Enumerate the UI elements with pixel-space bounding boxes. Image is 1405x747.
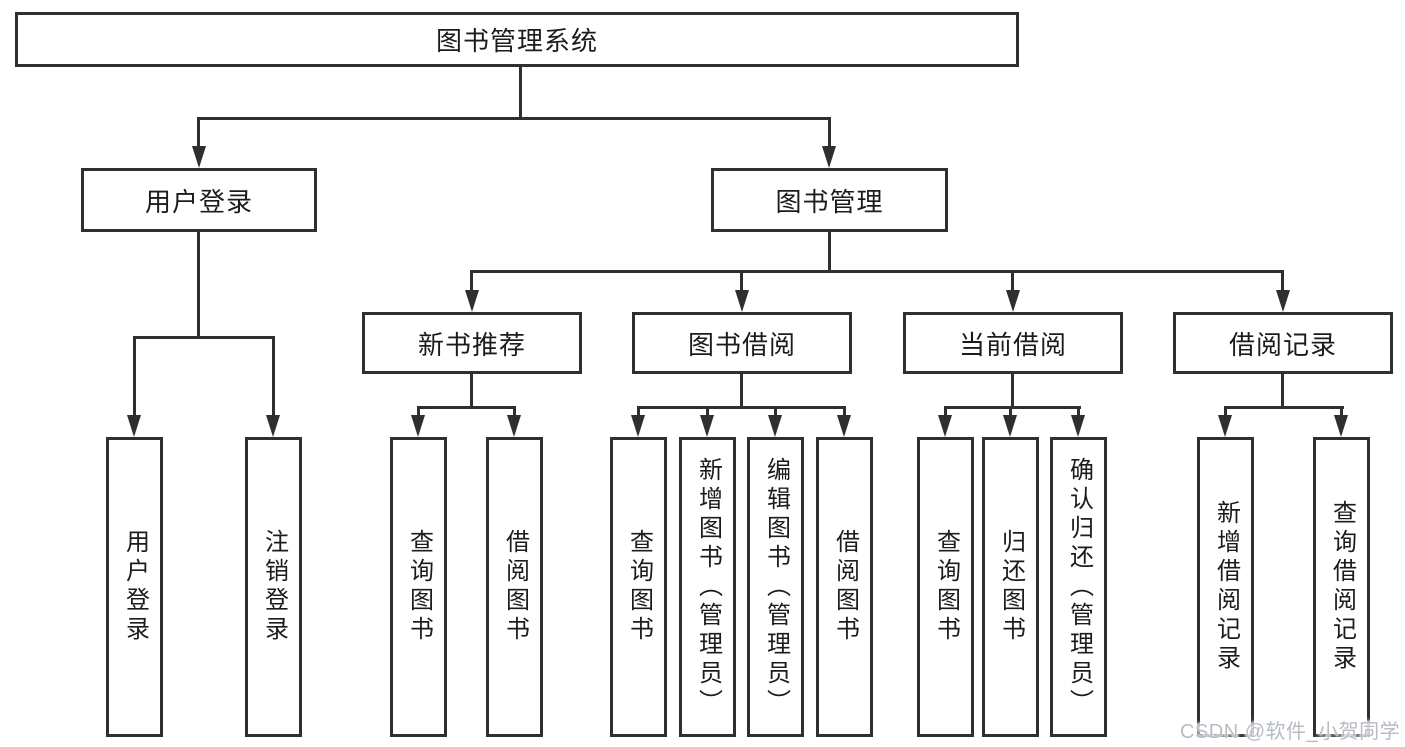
arrowhead-down-icon: [768, 415, 782, 437]
arrowhead-down-icon: [266, 415, 280, 437]
connector-bar-root: [197, 117, 831, 120]
arrowhead-down-icon: [465, 290, 479, 312]
arrowhead-down-icon: [822, 146, 836, 168]
connector-bar-book-management: [470, 270, 1284, 273]
csdn-watermark: CSDN @软件_小贺同学: [1180, 721, 1401, 743]
connector-bar-borrow-records: [1224, 406, 1344, 409]
connector-drop-leaf: [133, 336, 136, 416]
node-user-login: 用户登录: [81, 168, 317, 232]
connector-drop-leaf: [944, 406, 947, 417]
leaf-query-books-current-label: 查询图书: [932, 529, 960, 645]
arrowhead-down-icon: [411, 415, 425, 437]
connector-stem-book-management: [828, 232, 831, 273]
arrowhead-down-icon: [1334, 415, 1348, 437]
node-book-management: 图书管理: [711, 168, 948, 232]
connector-bar-current-borrow: [944, 406, 1081, 409]
leaf-add-books-admin-label: 新增图书（管理员）: [694, 456, 722, 718]
connector-bar-book-borrow: [637, 406, 846, 409]
leaf-user-login: 用户登录: [106, 437, 163, 737]
arrowhead-down-icon: [631, 415, 645, 437]
node-new-book-recommend: 新书推荐: [362, 312, 582, 374]
connector-stem-current-borrow: [1011, 374, 1014, 408]
arrowhead-down-icon: [735, 290, 749, 312]
leaf-borrow-books: 借阅图书: [816, 437, 873, 737]
leaf-add-books-admin: 新增图书（管理员）: [679, 437, 736, 737]
connector-drop-level3: [740, 270, 743, 292]
node-borrow-records-label: 借阅记录: [1228, 329, 1337, 360]
connector-drop-leaf: [1340, 406, 1343, 417]
node-new-book-recommend-label: 新书推荐: [417, 329, 526, 360]
arrowhead-down-icon: [507, 415, 521, 437]
connector-stem-user-login: [197, 232, 200, 337]
connector-drop-leaf: [637, 406, 640, 417]
connector-drop-book-management: [828, 117, 831, 148]
arrowhead-down-icon: [837, 415, 851, 437]
arrowhead-down-icon: [1218, 415, 1232, 437]
connector-stem-book-borrow: [740, 374, 743, 408]
connector-drop-level3: [1011, 270, 1014, 292]
leaf-query-books-current: 查询图书: [917, 437, 974, 737]
connector-stem-new-book-recommend: [470, 374, 473, 408]
node-book-borrow-label: 图书借阅: [687, 329, 796, 360]
node-root-system: 图书管理系统: [15, 12, 1019, 67]
arrowhead-down-icon: [1276, 290, 1290, 312]
leaf-query-borrow-record: 查询借阅记录: [1313, 437, 1370, 737]
connector-drop-leaf: [513, 406, 516, 417]
node-current-borrow-label: 当前借阅: [958, 329, 1067, 360]
leaf-query-books-borrow-label: 查询图书: [625, 529, 653, 645]
leaf-borrow-books-label: 借阅图书: [831, 529, 859, 645]
leaf-add-borrow-record-label: 新增借阅记录: [1212, 500, 1240, 674]
leaf-query-books-recommend-label: 查询图书: [405, 529, 433, 645]
arrowhead-down-icon: [1003, 415, 1017, 437]
connector-drop-leaf: [774, 406, 777, 417]
connector-drop-leaf: [1077, 406, 1080, 417]
connector-bar-user-login: [133, 336, 275, 339]
connector-bar-new-book-recommend: [417, 406, 516, 409]
arrowhead-down-icon: [127, 415, 141, 437]
leaf-borrow-books-recommend: 借阅图书: [486, 437, 543, 737]
leaf-return-books-label: 归还图书: [997, 529, 1025, 645]
node-borrow-records: 借阅记录: [1173, 312, 1393, 374]
connector-drop-leaf: [706, 406, 709, 417]
connector-drop-level3: [470, 270, 473, 292]
leaf-query-borrow-record-label: 查询借阅记录: [1328, 500, 1356, 674]
arrowhead-down-icon: [700, 415, 714, 437]
leaf-confirm-return-admin: 确认归还（管理员）: [1050, 437, 1107, 737]
leaf-add-borrow-record: 新增借阅记录: [1197, 437, 1254, 737]
leaf-user-login-label: 用户登录: [121, 529, 149, 645]
arrowhead-down-icon: [1006, 290, 1020, 312]
connector-drop-leaf: [272, 336, 275, 416]
connector-stem-borrow-records: [1281, 374, 1284, 408]
connector-drop-level3: [1281, 270, 1284, 292]
arrowhead-down-icon: [938, 415, 952, 437]
arrowhead-down-icon: [192, 146, 206, 168]
node-user-login-label: 用户登录: [144, 186, 253, 217]
connector-drop-leaf: [1009, 406, 1012, 417]
leaf-edit-books-admin: 编辑图书（管理员）: [747, 437, 804, 737]
node-book-borrow: 图书借阅: [632, 312, 852, 374]
connector-drop-leaf: [1224, 406, 1227, 417]
node-root-label: 图书管理系统: [435, 26, 598, 56]
leaf-confirm-return-admin-label: 确认归还（管理员）: [1065, 456, 1093, 718]
leaf-query-books-borrow: 查询图书: [610, 437, 667, 737]
connector-stem-root: [519, 67, 522, 120]
connector-drop-leaf: [843, 406, 846, 417]
leaf-query-books-recommend: 查询图书: [390, 437, 447, 737]
leaf-logout-label: 注销登录: [260, 529, 288, 645]
leaf-logout: 注销登录: [245, 437, 302, 737]
leaf-edit-books-admin-label: 编辑图书（管理员）: [762, 456, 790, 718]
node-current-borrow: 当前借阅: [903, 312, 1123, 374]
connector-drop-leaf: [417, 406, 420, 417]
leaf-return-books: 归还图书: [982, 437, 1039, 737]
connector-drop-user-login: [197, 117, 200, 148]
leaf-borrow-books-recommend-label: 借阅图书: [501, 529, 529, 645]
arrowhead-down-icon: [1071, 415, 1085, 437]
node-book-management-label: 图书管理: [775, 186, 884, 217]
